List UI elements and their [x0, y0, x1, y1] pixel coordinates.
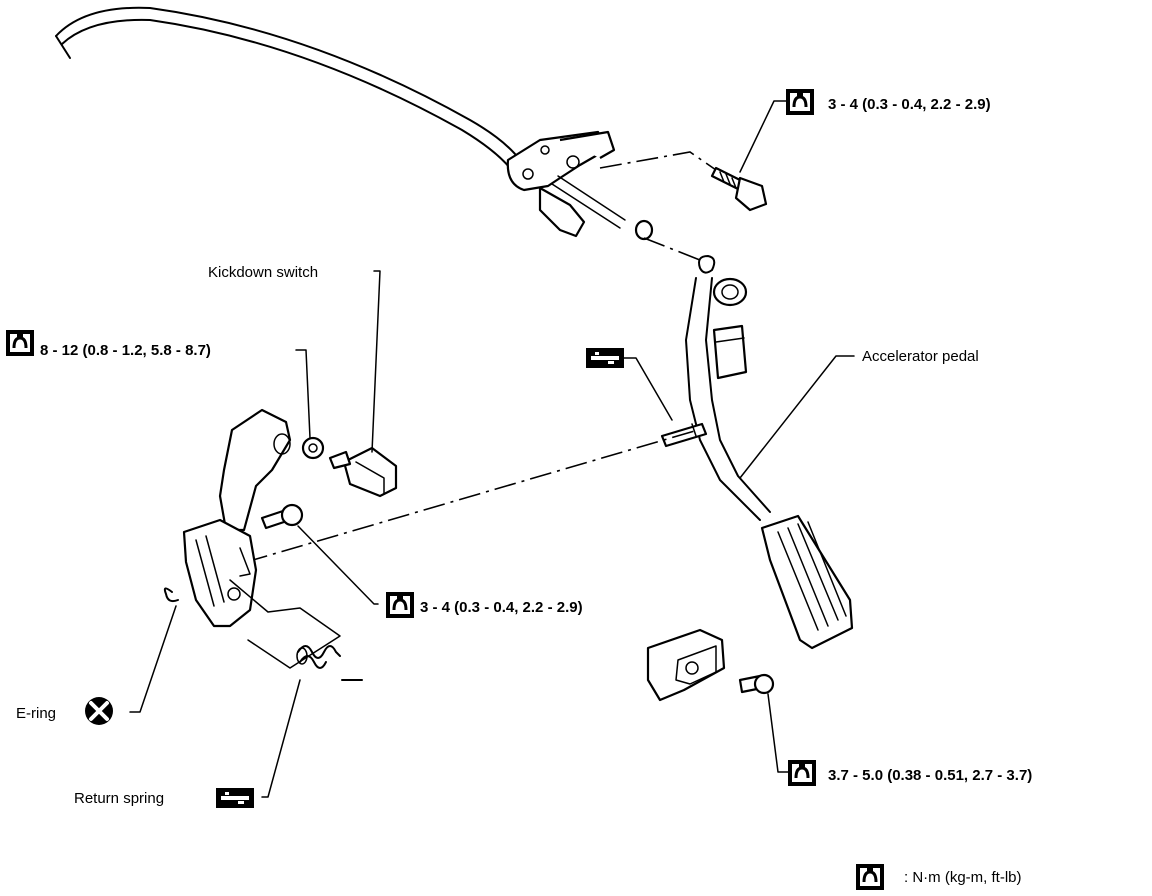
torque-wrench-icon	[4, 328, 36, 358]
kickdown-switch-part	[328, 446, 398, 498]
arm-axis-line	[643, 237, 701, 261]
accelerator-cable	[55, 6, 521, 169]
kickdown-switch-label: Kickdown switch	[208, 264, 318, 281]
upper-pedal-bracket	[506, 130, 654, 241]
kickdown-bracket	[646, 628, 726, 702]
bracket-bolt-top	[710, 166, 768, 212]
pivot-axis-line	[245, 429, 699, 563]
torque-wrench-icon	[384, 590, 416, 620]
e-ring-label: E-ring	[16, 705, 56, 722]
grease-icon	[216, 788, 254, 808]
pivot-pin	[660, 422, 708, 448]
torque-label-nut: 8 - 12 (0.8 - 1.2, 5.8 - 8.7)	[40, 342, 211, 359]
torque-label-bolt-bottom: 3.7 - 5.0 (0.38 - 0.51, 2.7 - 3.7)	[828, 767, 1032, 784]
bracket-nut	[301, 436, 325, 460]
torque-wrench-icon	[786, 758, 818, 788]
torque-label-bolt-mid: 3 - 4 (0.3 - 0.4, 2.2 - 2.9)	[420, 599, 583, 616]
torque-wrench-icon	[784, 87, 816, 117]
torque-label-bolt-top: 3 - 4 (0.3 - 0.4, 2.2 - 2.9)	[828, 96, 991, 113]
torque-wrench-icon	[854, 862, 886, 892]
e-ring-part	[163, 587, 179, 603]
accelerator-pedal-label: Accelerator pedal	[862, 348, 979, 365]
do-not-reuse-icon	[85, 697, 113, 725]
lower-pedal-bracket	[182, 408, 363, 681]
bracket-bolt-bottom	[738, 673, 775, 695]
pedal-arm	[685, 255, 771, 521]
bracket-bolt-mid	[260, 503, 304, 530]
leader-lines	[129, 100, 855, 798]
units-legend: : N·m (kg-m, ft-lb)	[904, 869, 1022, 886]
return-spring-label: Return spring	[74, 790, 164, 807]
return-spring-part	[296, 645, 341, 669]
grease-icon	[586, 348, 624, 368]
bolt-axis-line-top	[599, 151, 717, 171]
pedal-pad	[760, 514, 854, 650]
